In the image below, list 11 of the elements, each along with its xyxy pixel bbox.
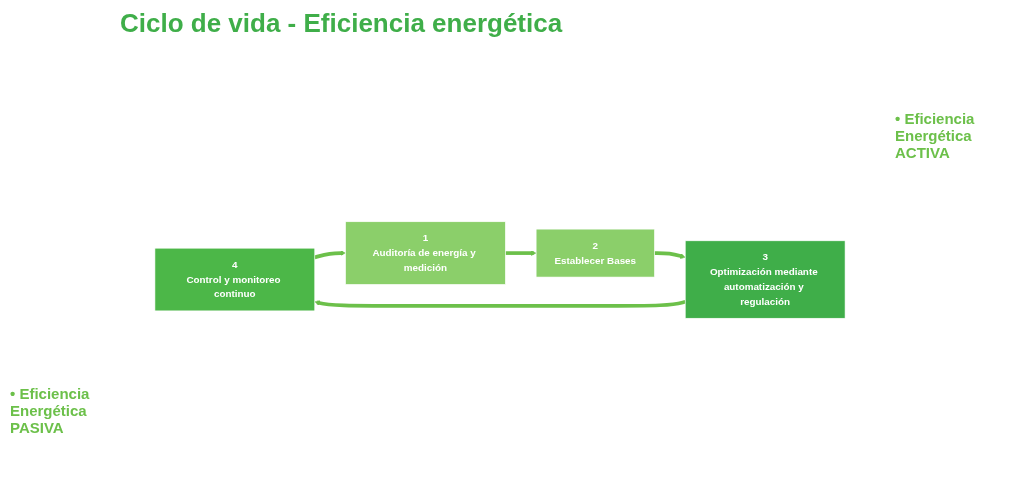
arrow	[314, 299, 686, 308]
node-box: 4 Control y monitoreo continuo	[154, 247, 316, 312]
arrow	[505, 250, 537, 256]
diagram-title: Ciclo de vida - Eficiencia energética	[120, 8, 563, 39]
arrow	[654, 251, 686, 259]
arrow	[314, 250, 346, 260]
node-box: 3 Optimización mediante automatización y regulación	[684, 240, 846, 319]
note: • Eficiencia Energética ACTIVA	[895, 110, 976, 161]
note: • Eficiencia Energética PASIVA	[10, 385, 91, 436]
node-box: 1 Auditoría de energía y medición	[345, 221, 506, 285]
node-box: 2 Establecer Bases	[535, 228, 655, 278]
